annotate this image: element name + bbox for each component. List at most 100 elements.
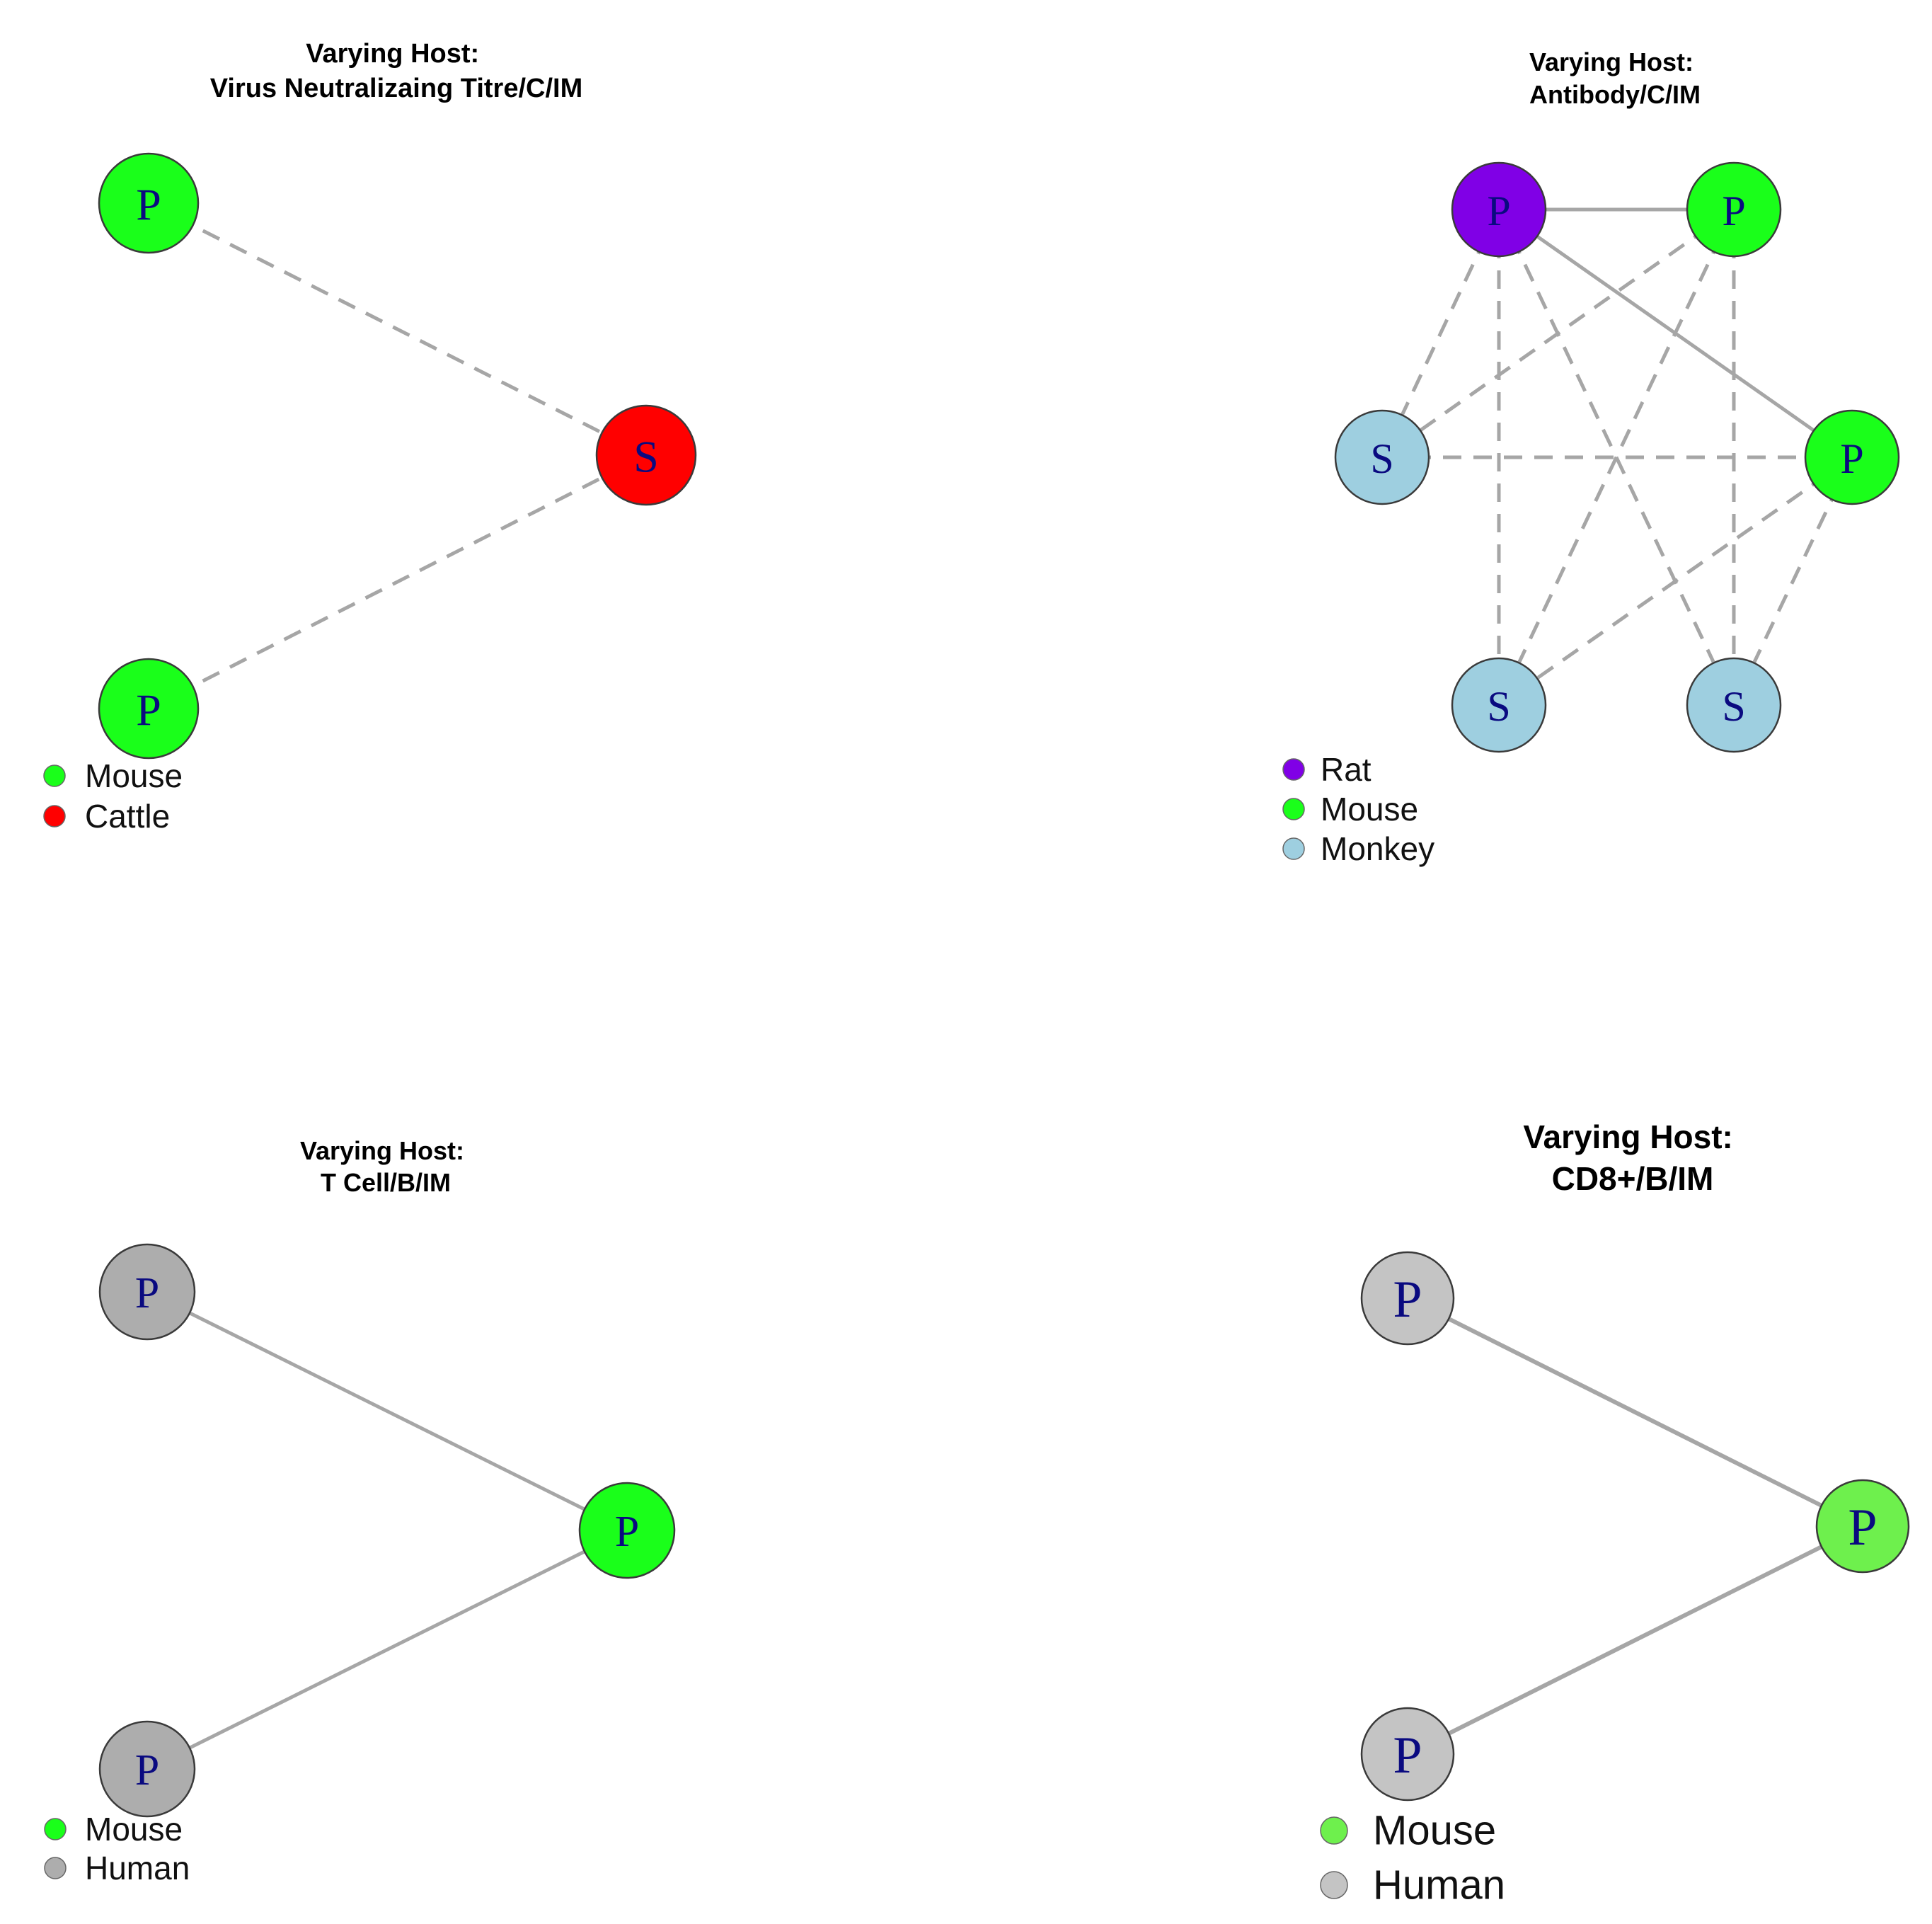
dashed-edge: [1497, 208, 1736, 706]
node-label: P: [1722, 188, 1745, 234]
legend-label: Mouse: [1373, 1808, 1496, 1854]
node-circle: [1451, 161, 1547, 258]
node-label: S: [1370, 435, 1393, 482]
legend-item: Monkey: [1282, 830, 1434, 867]
legend-item: Mouse: [1320, 1808, 1496, 1854]
node-mouse: P: [98, 152, 200, 254]
node-label: P: [1487, 188, 1510, 234]
node-circle: [1451, 657, 1547, 753]
node-label: P: [1393, 1271, 1422, 1329]
node-layer: P P P: [1360, 1251, 1910, 1802]
node-rat: P: [1451, 161, 1547, 258]
legend-label: Cattle: [85, 798, 170, 835]
node-mouse: P: [1686, 161, 1782, 258]
legend-item: Mouse: [44, 1811, 183, 1848]
node-human: P: [98, 1720, 196, 1818]
legend-item: Mouse: [1282, 791, 1418, 828]
legend-label: Mouse: [85, 757, 183, 794]
node-circle: [1360, 1707, 1455, 1802]
legend-swatch: [1320, 1871, 1348, 1899]
panel-title-line-1: Varying Host:: [306, 39, 479, 69]
node-circle: [98, 1243, 196, 1341]
legend-swatch: [1282, 758, 1305, 781]
legend-label: Mouse: [85, 1811, 183, 1848]
legend-swatch: [43, 805, 66, 828]
panel-title-line-2: Antibody/C/IM: [1529, 80, 1701, 109]
panel-title: Varying Host: CD8+/B/IM: [1523, 1118, 1742, 1197]
node-circle: [1360, 1251, 1455, 1346]
node-circle: [595, 404, 697, 506]
legend-swatch: [44, 1857, 67, 1879]
dashed-edge: [147, 453, 648, 711]
panel-title: Varying Host: Virus Neutralizaing Titre/…: [210, 39, 583, 103]
legend-swatch: [43, 765, 66, 787]
node-circle: [1815, 1479, 1910, 1574]
panel-title-line-2: T Cell/B/IM: [321, 1168, 451, 1197]
node-label: S: [633, 432, 659, 482]
legend-item: Human: [44, 1850, 190, 1886]
legend-swatch: [1282, 798, 1305, 820]
legend-label: Mouse: [1321, 791, 1418, 828]
panel-title-line-1: Varying Host:: [1523, 1118, 1733, 1155]
solid-edge: [1406, 1524, 1864, 1756]
edge-layer: [1380, 207, 1854, 707]
dashed-edge: [147, 201, 648, 457]
node-layer: P P P: [98, 1243, 676, 1818]
node-layer: P S P: [98, 152, 697, 760]
panel-title-line-2: CD8+/B/IM: [1552, 1160, 1714, 1197]
legend-label: Rat: [1321, 751, 1372, 788]
legend-swatch: [1282, 837, 1305, 860]
node-circle: [98, 1720, 196, 1818]
panel-title-line-2: Virus Neutralizaing Titre/C/IM: [210, 74, 583, 103]
node-label: S: [1487, 683, 1510, 730]
legend-swatch: [1320, 1816, 1348, 1845]
node-human: P: [98, 1243, 196, 1341]
node-mouse: P: [578, 1482, 676, 1579]
node-mouse: P: [1815, 1479, 1910, 1574]
dashed-edge: [1381, 207, 1735, 459]
legend-label: Human: [1373, 1862, 1505, 1908]
node-monkey: S: [1451, 657, 1547, 753]
node-circle: [1686, 161, 1782, 258]
panel-title: Varying Host: T Cell/B/IM: [300, 1136, 471, 1197]
node-label: P: [1393, 1727, 1422, 1785]
legend-item: Rat: [1282, 751, 1372, 788]
edge-layer: [1406, 1296, 1864, 1756]
panel-virus-neutralizing-titre: Varying Host: Virus Neutralizaing Titre/…: [43, 39, 697, 835]
node-mouse: P: [98, 658, 200, 760]
node-circle: [1804, 409, 1900, 505]
solid-edge: [1406, 1296, 1864, 1528]
node-label: P: [135, 1269, 159, 1317]
node-label: S: [1722, 683, 1745, 730]
legend-item: Human: [1320, 1862, 1505, 1908]
node-circle: [578, 1482, 676, 1579]
legend-label: Monkey: [1321, 830, 1434, 867]
node-human: P: [1360, 1251, 1455, 1346]
edge-layer: [147, 201, 648, 711]
legend-item: Cattle: [43, 798, 170, 835]
node-label: P: [136, 180, 161, 230]
edge-layer: [146, 1290, 628, 1771]
solid-edge: [146, 1528, 628, 1771]
solid-edge: [146, 1290, 628, 1533]
node-human: P: [1360, 1707, 1455, 1802]
node-cattle: S: [595, 404, 697, 506]
node-label: P: [1848, 1499, 1877, 1557]
dashed-edge: [1497, 455, 1853, 707]
panel-title-line-1: Varying Host:: [300, 1136, 464, 1165]
node-mouse: P: [1804, 409, 1900, 505]
node-circle: [1686, 657, 1782, 753]
legend-item: Mouse: [43, 757, 183, 794]
panel-title-line-1: Varying Host:: [1529, 47, 1694, 76]
node-label: P: [135, 1746, 159, 1794]
node-monkey: S: [1686, 657, 1782, 753]
legend-label: Human: [85, 1850, 190, 1886]
node-circle: [98, 152, 200, 254]
